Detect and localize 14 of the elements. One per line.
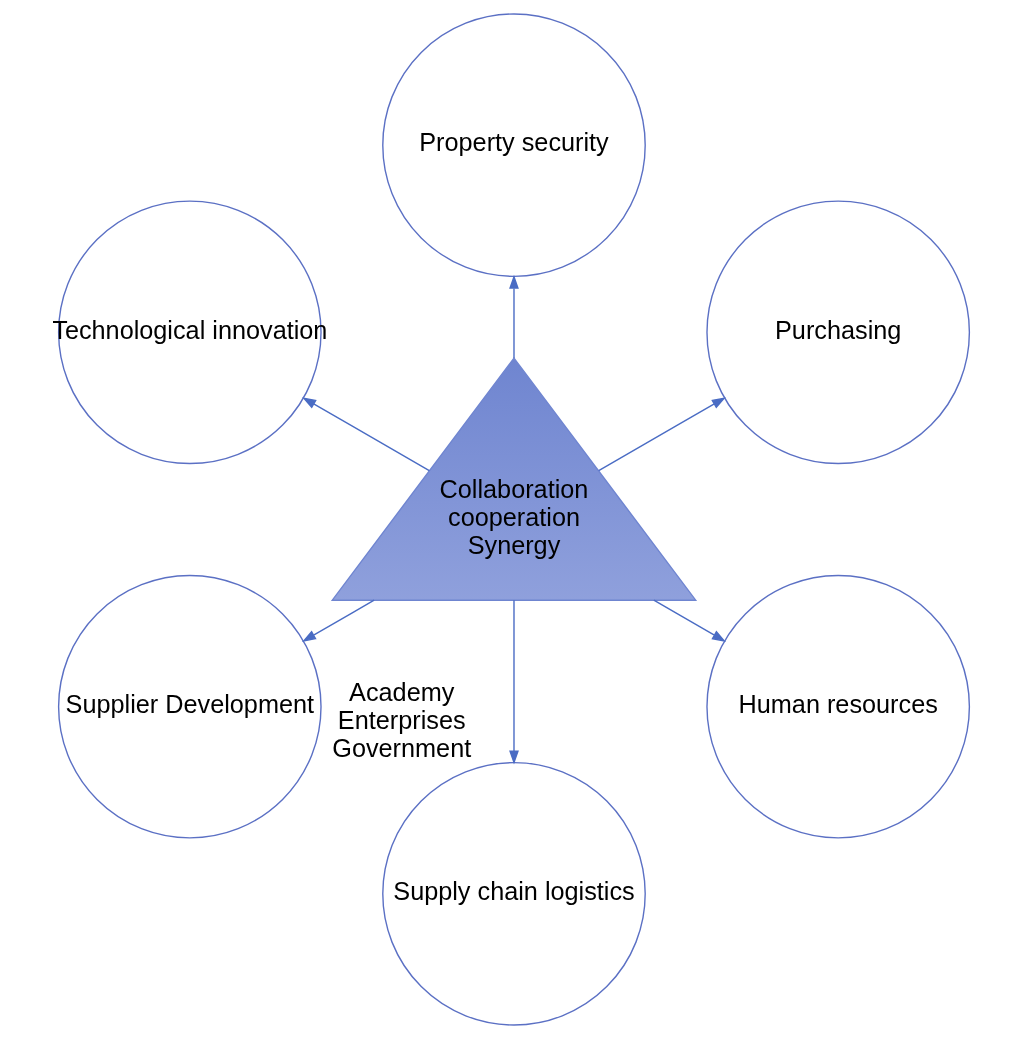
arrow (508, 274, 519, 359)
arrow (301, 599, 375, 642)
node-circle: Supplier Development (57, 574, 322, 839)
node-label: Enterprises (337, 706, 466, 735)
node-label: Academy (348, 678, 454, 707)
arrow (652, 599, 726, 642)
node-circle: Human resources (705, 574, 970, 839)
node-label: Government (331, 734, 471, 763)
arrow (508, 599, 519, 765)
arrow (301, 397, 430, 472)
node-circle: Property security (381, 13, 646, 278)
node-circle: Purchasing (705, 200, 970, 465)
node-circle: Supply chain logistics (381, 761, 646, 1026)
arrow (597, 397, 726, 472)
